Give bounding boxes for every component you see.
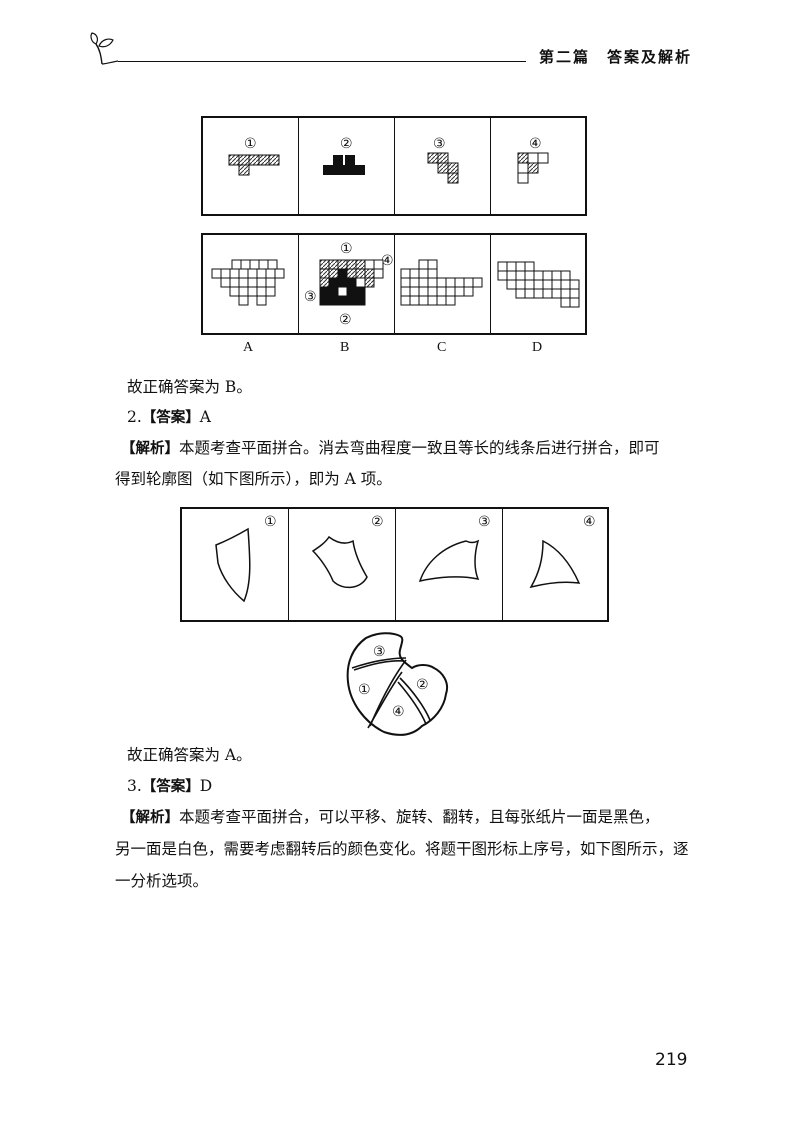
sprout-icon (90, 32, 118, 65)
q2-analysis-line-2: 得到轮廓图（如下图所示），即为 A 项。 (115, 470, 392, 488)
piece-4-shape (517, 152, 549, 184)
q3-analysis-line-3: 一分析选项。 (115, 872, 209, 890)
option-cell-d (491, 235, 583, 333)
piece-2-shape (323, 155, 365, 175)
figure2-piece-cell: ③ (396, 509, 503, 620)
assembly-label-4: ④ (392, 704, 405, 720)
q2-analysis-text-1: 本题考查平面拼合。消去弯曲程度一致且等长的线条后进行拼合，即可 (179, 439, 660, 457)
assembly-label-1: ① (358, 682, 371, 698)
figure2-piece-cell: ② (289, 509, 396, 620)
q3-analysis-line-1: 【解析】本题考查平面拼合，可以平移、旋转、翻转，且每张纸片一面是黑色， (121, 808, 660, 826)
q2-answer-line: 2.【答案】A (127, 408, 211, 426)
option-letter-c: C (437, 340, 447, 355)
assembly-label-3: ③ (373, 644, 386, 660)
q2-analysis-tag: 【解析】 (121, 441, 179, 457)
piece-label: ① (264, 514, 277, 530)
figure1-options-row: ① ④ ③ ② (201, 233, 587, 335)
piece-label: ① (244, 136, 257, 152)
piece-label: ② (371, 514, 384, 530)
assembly-label-2: ② (416, 677, 429, 693)
q2-answer: A (199, 408, 211, 426)
crescent-piece-shape (418, 539, 480, 583)
figure2-pieces-row: ① ② ③ ④ (180, 507, 609, 622)
overlay-label: ④ (381, 253, 394, 269)
piece-1-shape (228, 154, 280, 176)
option-c-shape (400, 259, 483, 306)
overlay-label: ① (340, 241, 353, 257)
figure2-piece-cell: ① (182, 509, 289, 620)
conclusion-1: 故正确答案为 B。 (127, 378, 252, 396)
option-letter-a: A (243, 340, 254, 355)
overlay-label: ② (339, 312, 352, 328)
wing-piece-shape (311, 535, 368, 589)
q2-answer-tag: 【答案】 (141, 410, 200, 426)
option-letter-d: D (532, 340, 543, 355)
q3-answer-tag: 【答案】 (141, 779, 200, 795)
piece-label: ③ (478, 514, 491, 530)
q3-analysis-text-1: 本题考查平面拼合，可以平移、旋转、翻转，且每张纸片一面是黑色， (179, 808, 660, 826)
option-cell-c (395, 235, 491, 333)
q3-answer: D (199, 777, 213, 795)
header-rule (118, 61, 526, 62)
q2-analysis-line-1: 【解析】本题考查平面拼合。消去弯曲程度一致且等长的线条后进行拼合，即可 (121, 439, 660, 457)
q3-analysis-line-2: 另一面是白色，需要考虑翻转后的颜色变化。将题干图形标上序号，如下图所示，逐 (115, 840, 689, 858)
piece-label: ④ (583, 514, 596, 530)
figure1-piece-cell: ④ (491, 118, 583, 214)
page-number: 219 (655, 1050, 688, 1070)
figure1-piece-cell: ② (299, 118, 395, 214)
assembled-circle-figure (346, 632, 448, 736)
q3-number: 3. (127, 777, 142, 795)
overlay-label: ③ (304, 289, 317, 305)
figure2-piece-cell: ④ (503, 509, 607, 620)
piece-label: ③ (433, 136, 446, 152)
option-cell-b: ① ④ ③ ② (299, 235, 395, 333)
shield-piece-shape (215, 527, 251, 603)
figure1-question-row: ① ② ③ ④ (201, 116, 587, 216)
q3-analysis-tag: 【解析】 (121, 810, 179, 826)
q2-number: 2. (127, 408, 142, 426)
piece-label: ④ (529, 136, 542, 152)
option-b-shape (319, 259, 384, 306)
section-title: 第二篇 答案及解析 (539, 48, 693, 66)
option-letter-b: B (340, 340, 350, 355)
piece-label: ② (340, 136, 353, 152)
piece-3-shape (427, 152, 459, 184)
option-a-shape (211, 259, 285, 306)
conclusion-2: 故正确答案为 A。 (127, 746, 252, 764)
figure1-piece-cell: ③ (395, 118, 491, 214)
figure1-piece-cell: ① (203, 118, 299, 214)
q3-answer-line: 3.【答案】D (127, 777, 213, 795)
fan-piece-shape (529, 539, 581, 589)
option-cell-a (203, 235, 299, 333)
option-d-shape (497, 261, 580, 308)
